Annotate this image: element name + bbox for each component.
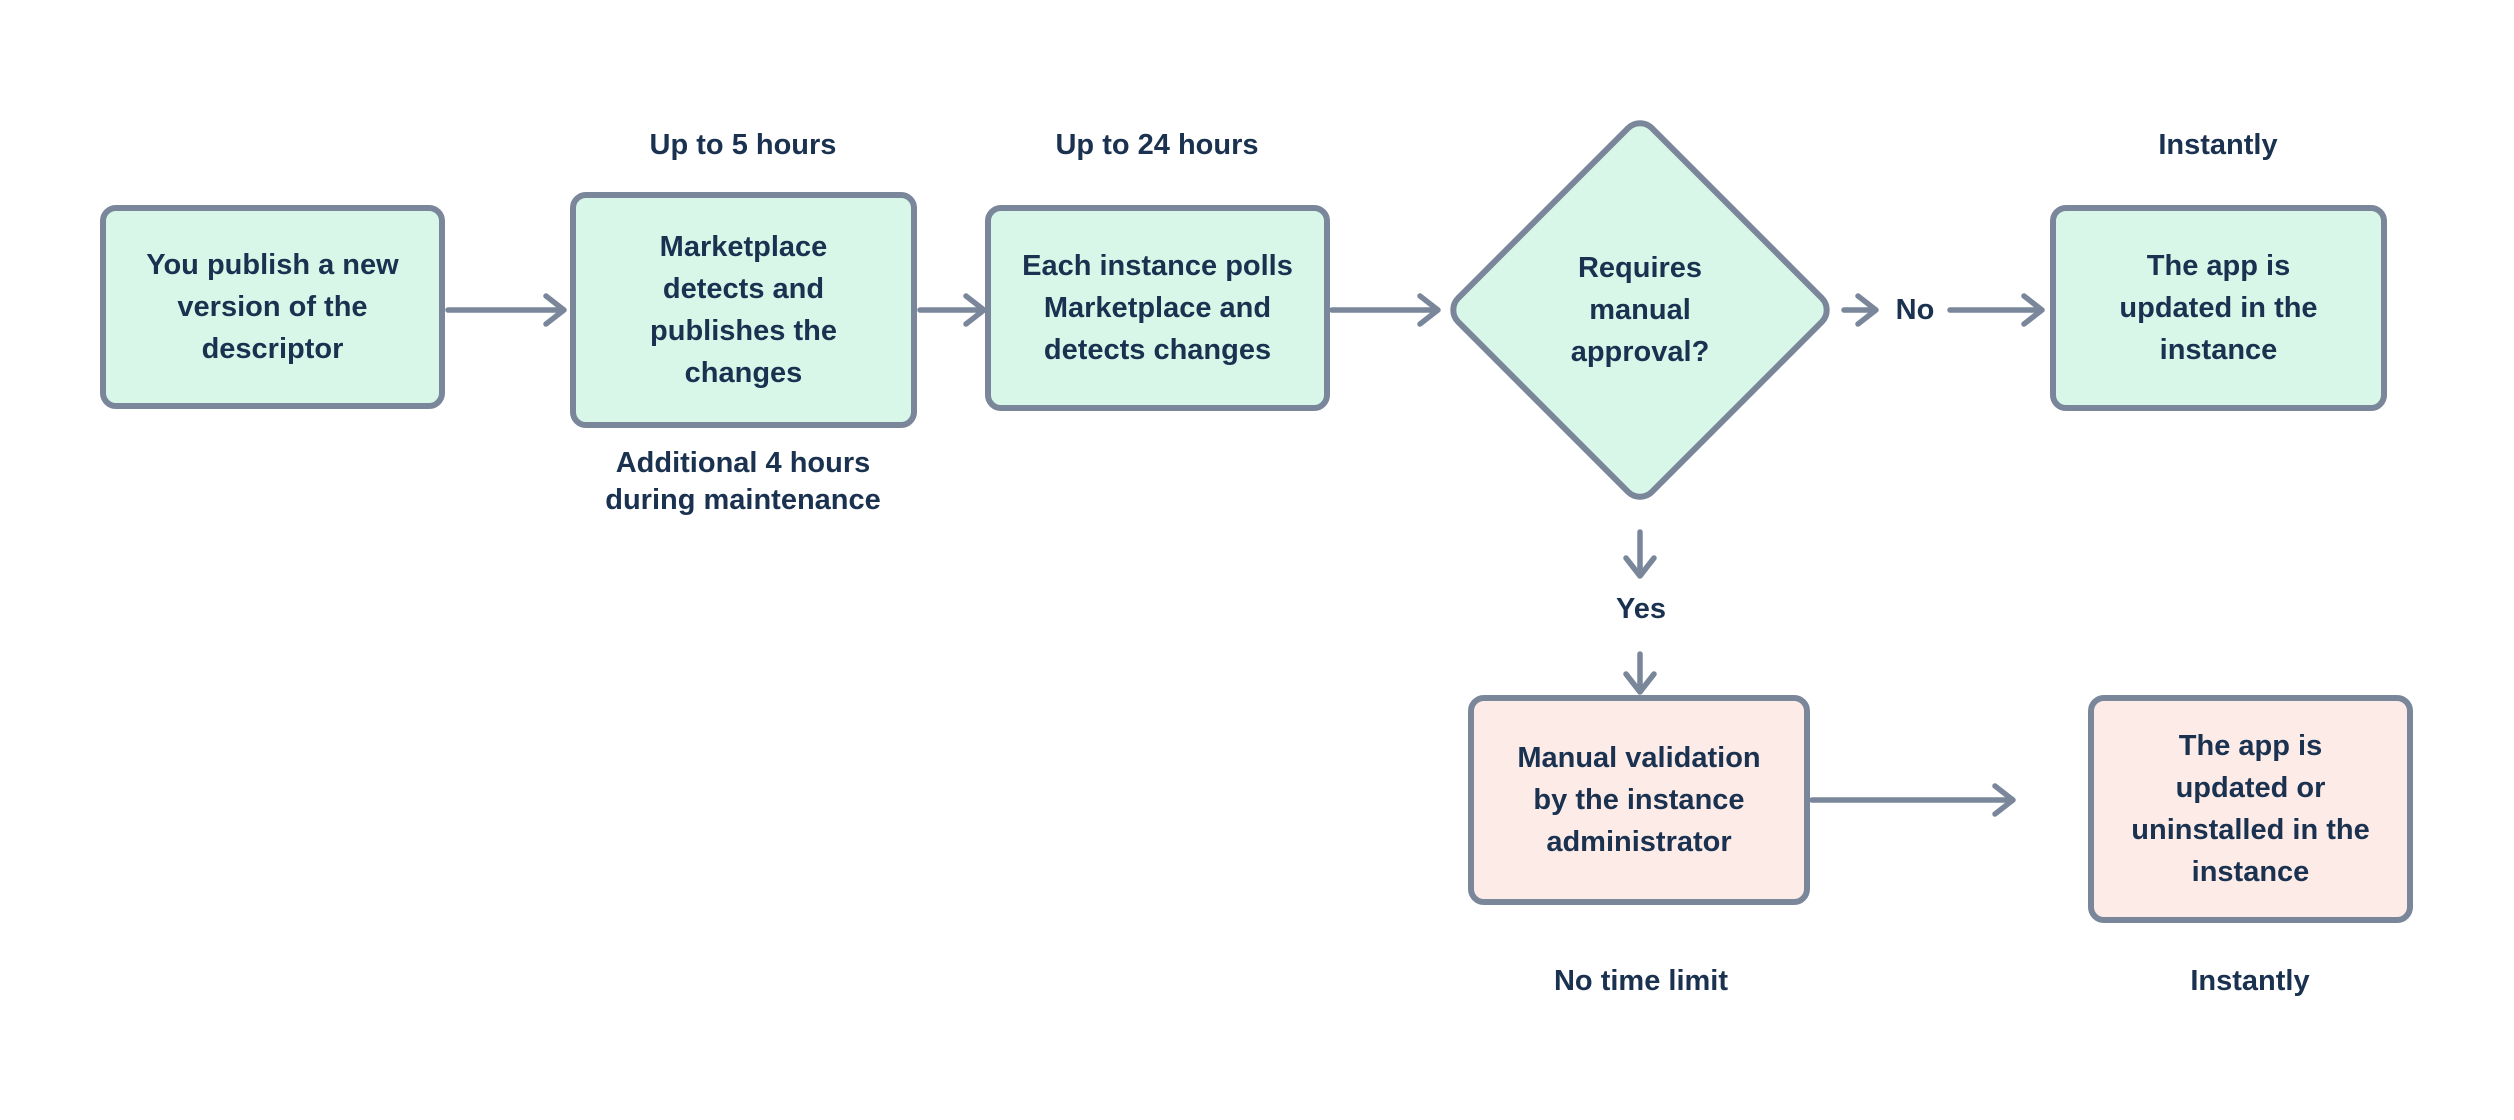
node-app-updated-instance: The app is updated in the instance [2050, 205, 2387, 411]
arrow-poll-to-decision-icon [1329, 293, 1441, 327]
decision-diamond-label: Requires manual approval? [1570, 252, 1710, 368]
arrow-decision-to-no-label-icon [1841, 293, 1879, 327]
arrow-yes-to-validation-box-icon [1623, 651, 1657, 695]
arrow-decision-to-yes-label-icon [1623, 529, 1657, 579]
annotation-no-time-limit: No time limit [1553, 965, 1729, 997]
annotation-instantly-top: Instantly [2158, 129, 2278, 161]
annotation-up-to-24-hours: Up to 24 hours [1055, 129, 1259, 161]
node-instance-polls: Each instance polls Marketplace and dete… [985, 205, 1330, 411]
arrow-validation-to-updated-box-icon [1809, 783, 2016, 817]
annotation-instantly-bottom: Instantly [2190, 965, 2310, 997]
arrow-publish-to-marketplace-icon [445, 293, 567, 327]
annotation-additional-4-hours: Additional 4 hours during maintenance [605, 447, 881, 516]
node-app-updated-or-uninstalled: The app is updated or uninstalled in the… [2088, 695, 2413, 923]
annotation-no-branch-label: No [1895, 294, 1935, 326]
annotation-up-to-5-hours: Up to 5 hours [649, 129, 837, 161]
annotation-yes-branch-label: Yes [1616, 593, 1666, 625]
node-publish-descriptor: You publish a new version of the descrip… [100, 205, 445, 409]
arrow-marketplace-to-poll-icon [917, 293, 987, 327]
arrow-no-to-updated-box-icon [1947, 293, 2045, 327]
node-decision-requires-approval: Requires manual approval? [1442, 112, 1838, 508]
node-manual-validation: Manual validation by the instance admini… [1468, 695, 1810, 905]
node-marketplace-detects: Marketplace detects and publishes the ch… [570, 192, 917, 428]
